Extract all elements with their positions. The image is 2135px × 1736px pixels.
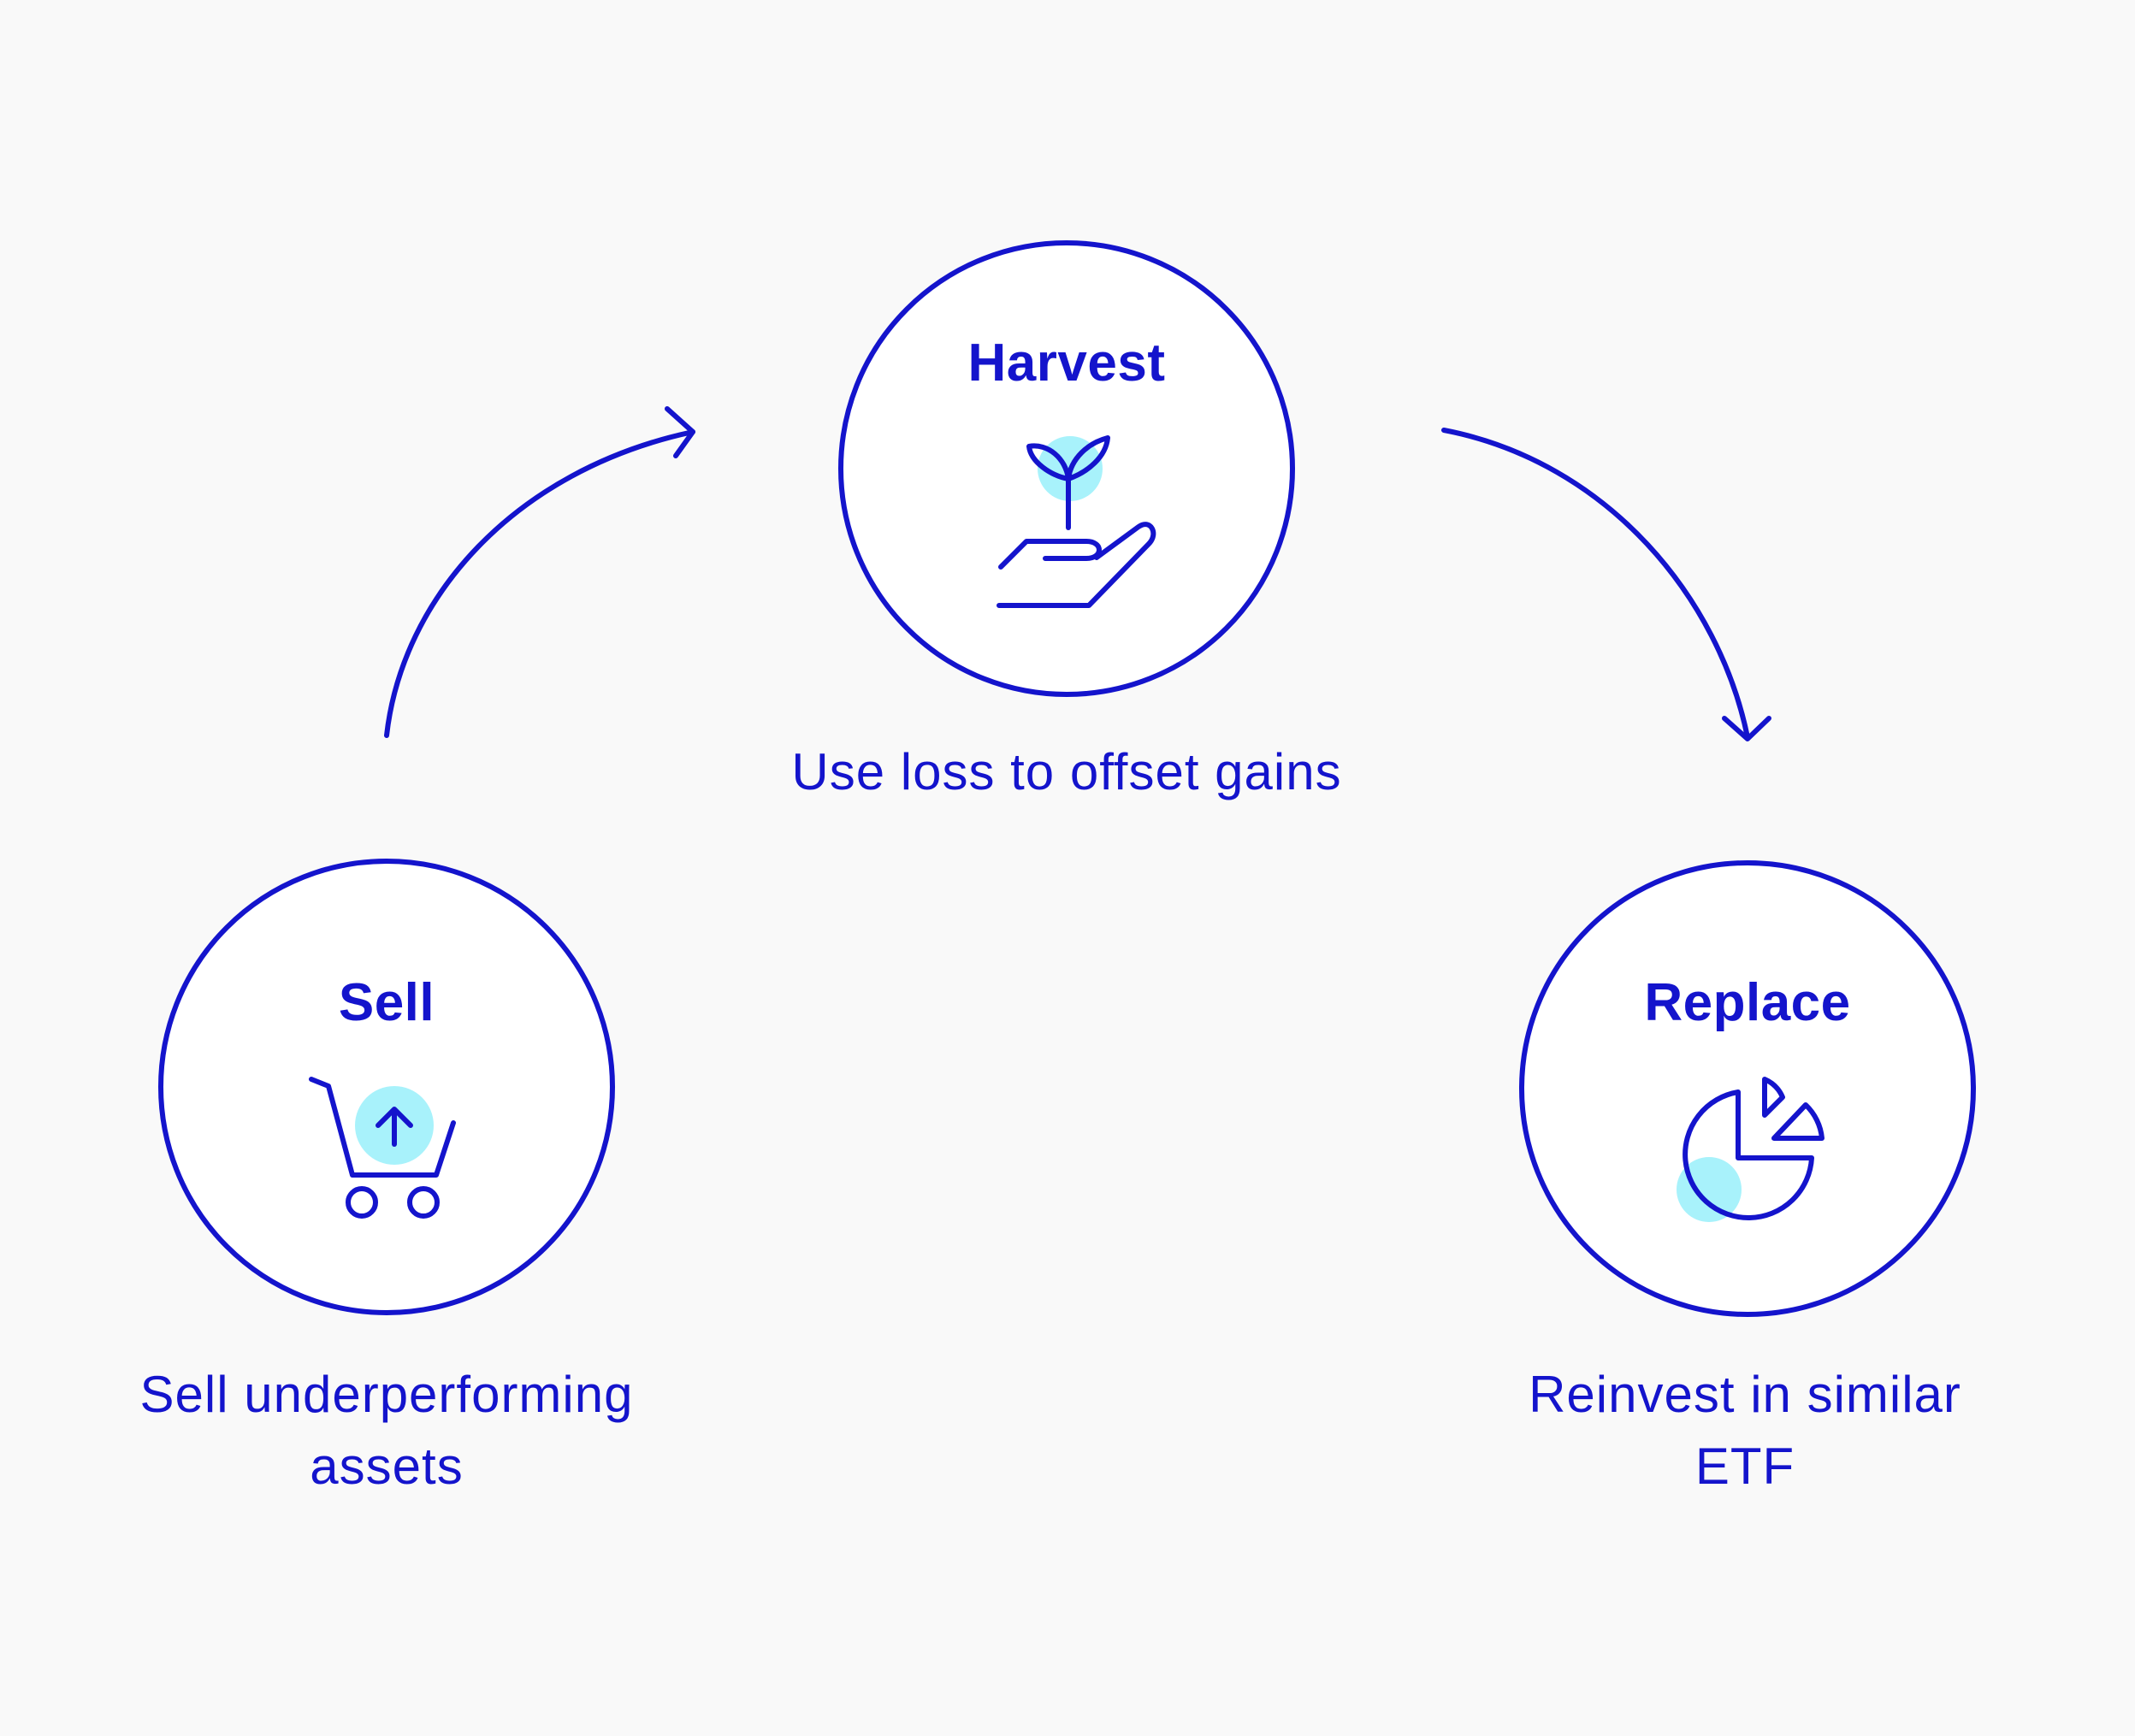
sell-description: Sell underperforming assets [139, 1366, 634, 1495]
arrow-harvest-to-replace [1441, 428, 1771, 741]
pie-chart-icon [1677, 1077, 1825, 1222]
sell-node [158, 859, 615, 1315]
replace-circle [1519, 860, 1976, 1317]
replace-title: Replace [1644, 973, 1851, 1032]
shopping-cart-up-arrow-icon [309, 1077, 456, 1219]
replace-description: Reinvest in similar ETF [1529, 1366, 1961, 1495]
replace-node [1519, 860, 1976, 1317]
sell-title: Sell [338, 973, 435, 1032]
harvest-title: Harvest [967, 334, 1166, 393]
plant-in-hand-icon [997, 435, 1156, 608]
harvest-node [838, 240, 1295, 697]
harvest-description: Use loss to offset gains [791, 743, 1342, 800]
arrow-sell-to-harvest [384, 406, 695, 738]
